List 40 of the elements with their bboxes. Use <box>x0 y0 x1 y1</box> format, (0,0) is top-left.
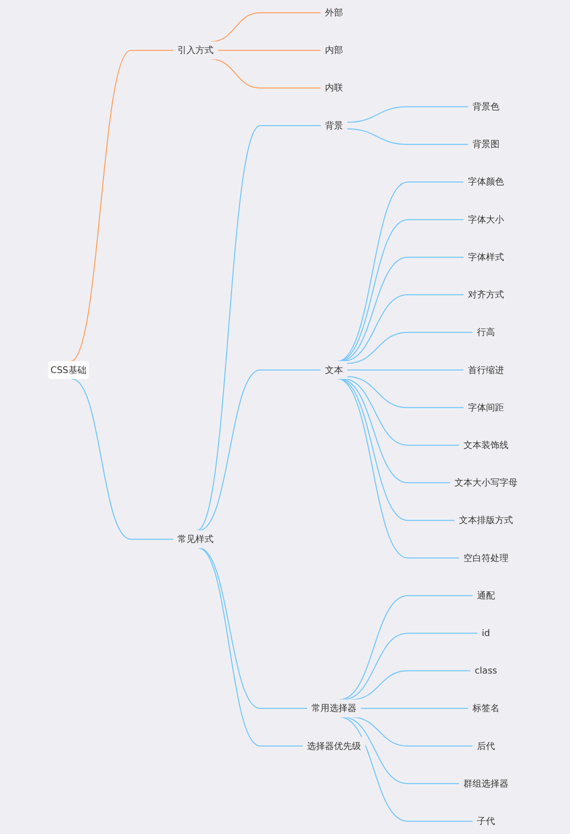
node-text: 对齐方式 <box>468 290 504 300</box>
node-text: 背景 <box>324 120 344 131</box>
node-text: 字体间距 <box>468 402 504 413</box>
connector <box>218 50 321 51</box>
node-text: 字体颜色 <box>468 176 504 188</box>
connector <box>337 181 464 362</box>
connector <box>346 376 464 408</box>
node-text: 通配 <box>476 590 495 601</box>
node-text: 外部 <box>324 8 344 18</box>
node-text: 字体样式 <box>468 252 504 262</box>
connector <box>196 125 321 531</box>
node-text: 行高 <box>476 327 495 338</box>
node-text: 标签名 <box>472 703 500 714</box>
connector <box>351 670 471 700</box>
connector <box>347 106 468 123</box>
node-text: 空白符处理 <box>463 552 508 564</box>
node-text: 文本大小写字母 <box>454 478 518 488</box>
node-text: 首行缩进 <box>468 364 504 376</box>
node-text: 背景色 <box>472 102 500 112</box>
connector <box>198 548 303 747</box>
connector <box>347 128 468 145</box>
node-text: 内部 <box>324 45 344 56</box>
node-text: 文本装饰线 <box>463 440 508 450</box>
node-text: 字体大小 <box>468 214 504 225</box>
connector <box>70 50 174 362</box>
node-text: id <box>482 628 490 638</box>
connector <box>210 12 321 42</box>
node-text: 子代 <box>476 816 495 826</box>
connector <box>72 378 174 540</box>
node-text: 文本排版方式 <box>458 515 513 526</box>
connector <box>198 370 321 531</box>
node-text: 内联 <box>324 82 344 94</box>
connector <box>340 595 473 700</box>
node-text: 群组选择器 <box>463 778 508 789</box>
connector <box>360 708 468 709</box>
node-text: class <box>474 666 498 676</box>
connector <box>337 378 460 558</box>
node-text: 背景图 <box>472 139 500 150</box>
connector <box>346 332 473 364</box>
node-text: 后代 <box>476 740 495 752</box>
